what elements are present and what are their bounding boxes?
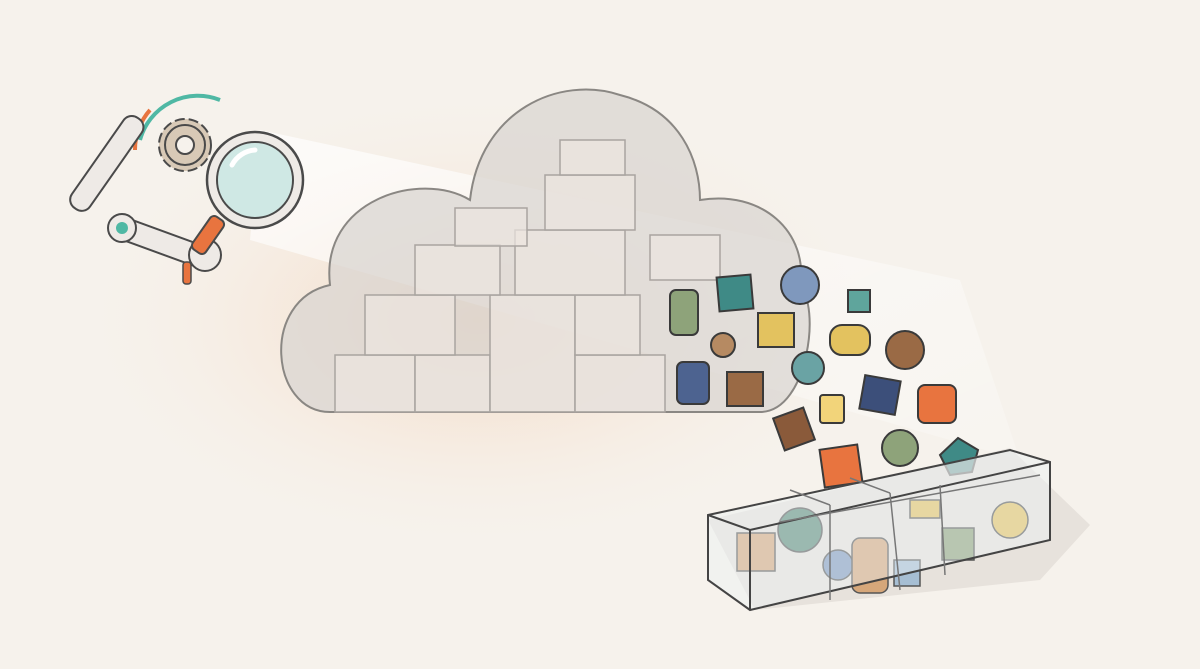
cloud-app-icon xyxy=(917,384,957,424)
cylinder-brown xyxy=(885,330,925,370)
cube-brown-2 xyxy=(771,406,817,452)
cube-small-teal xyxy=(847,289,871,313)
stacked-boxes xyxy=(334,139,721,413)
cube-gold xyxy=(757,312,795,348)
cylinder-green xyxy=(669,289,699,336)
sphere-brown xyxy=(710,332,736,358)
cylinder-gold xyxy=(829,324,871,356)
document-icon xyxy=(819,394,845,424)
sphere-teal xyxy=(791,351,825,385)
sphere-blue xyxy=(780,265,820,305)
magnifier-icon xyxy=(190,130,305,256)
cylinder-navy xyxy=(676,361,710,405)
sphere-green xyxy=(881,429,919,467)
cube-navy xyxy=(858,373,902,417)
storage-box-icon xyxy=(707,448,1090,612)
falling-shapes xyxy=(669,265,980,489)
cube-teal xyxy=(715,273,755,313)
cube-brown xyxy=(726,371,764,407)
gear-icon xyxy=(158,118,212,172)
robot-arm-icon xyxy=(69,93,222,285)
